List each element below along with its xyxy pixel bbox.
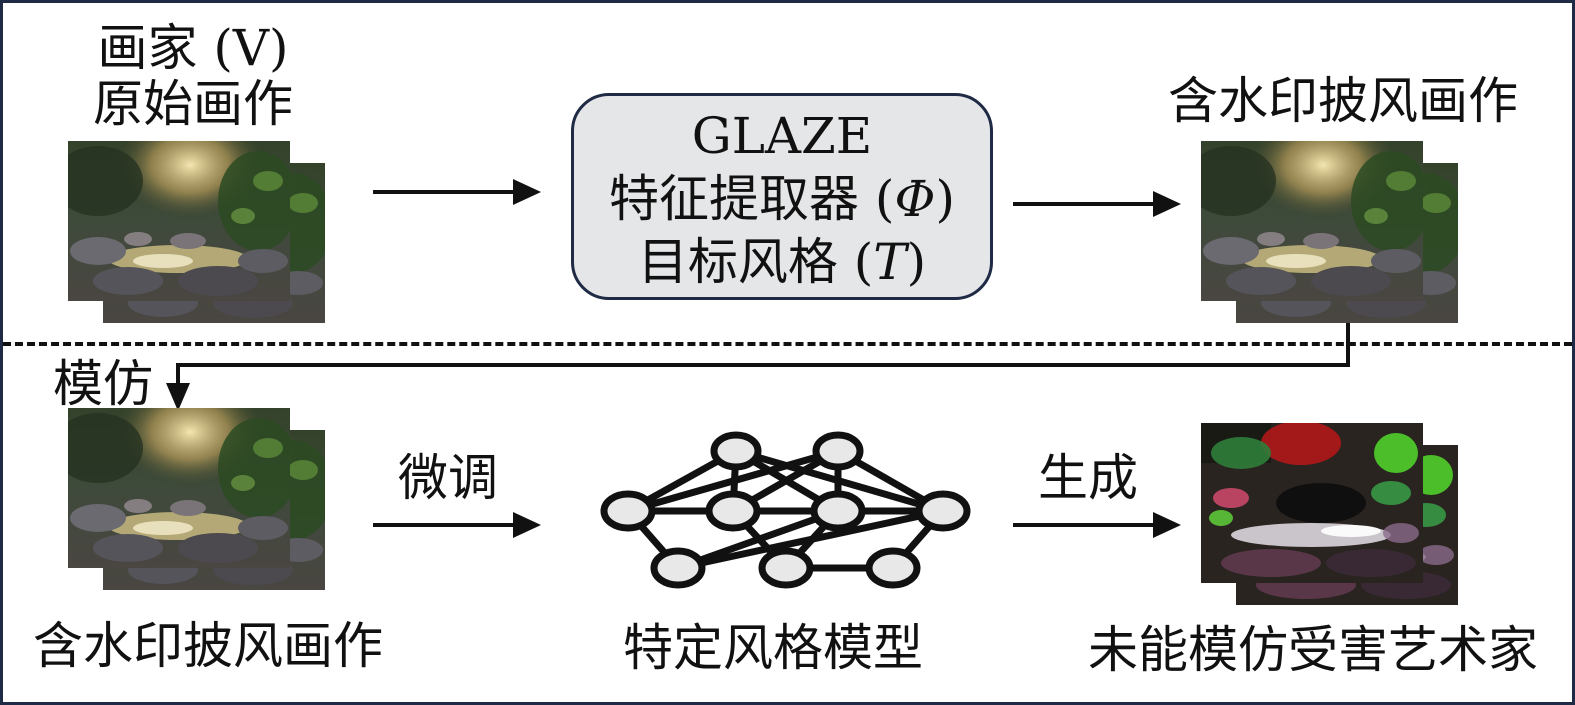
network-node (915, 490, 971, 532)
network-node (705, 490, 761, 532)
network-node (812, 431, 864, 471)
network-node (810, 490, 866, 532)
cloaked-input-stack (68, 408, 328, 593)
generate-label: 生成 (1038, 449, 1138, 507)
source-label-line1: 画家 (V) (97, 19, 289, 77)
network-node (650, 547, 706, 589)
network-node (600, 490, 656, 532)
failed-mimic-front (1201, 423, 1423, 583)
mimic-label: 模仿 (53, 355, 153, 413)
glaze-title: GLAZE (691, 107, 873, 165)
mimic-connector-arrow (166, 323, 1350, 411)
cloaked-input-front (68, 408, 290, 568)
original-painting-stack (68, 141, 328, 326)
arrow-to-glaze (373, 179, 541, 205)
arrow-to-model (373, 512, 541, 538)
network-node (710, 431, 762, 471)
cloaked-output-label: 含水印披风画作 (1168, 72, 1518, 130)
neural-network-icon (600, 431, 971, 589)
glaze-process-box: GLAZE 特征提取器 (Φ) 目标风格 (T) (571, 93, 993, 300)
arrow-to-cloaked (1013, 191, 1181, 217)
network-node (758, 547, 814, 589)
style-model-label: 特定风格模型 (623, 619, 923, 677)
feature-extractor-label: 特征提取器 (Φ) (609, 170, 955, 228)
cloaked-input-label: 含水印披风画作 (33, 617, 383, 675)
cloaked-painting-stack (1201, 141, 1461, 326)
failed-mimic-stack (1201, 423, 1461, 608)
source-label-line2: 原始画作 (93, 75, 293, 133)
network-node (865, 547, 921, 589)
original-painting-front (68, 141, 290, 301)
cloaked-painting-front (1201, 141, 1423, 301)
finetune-label: 微调 (398, 449, 498, 507)
target-style-label: 目标风格 (T) (637, 233, 927, 291)
arrow-to-result (1013, 512, 1181, 538)
failed-mimic-label: 未能模仿受害艺术家 (1088, 621, 1538, 679)
section-divider (3, 342, 1572, 346)
